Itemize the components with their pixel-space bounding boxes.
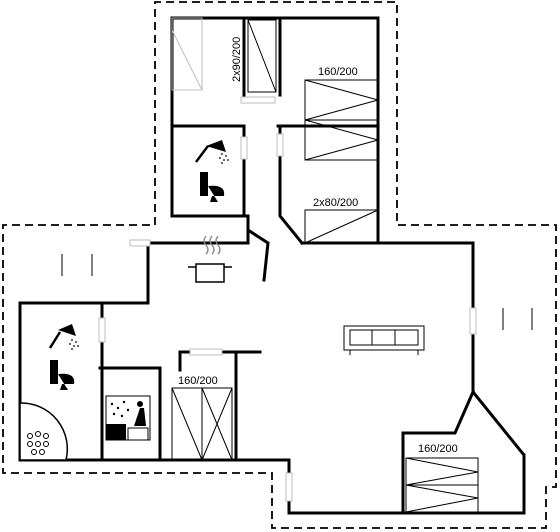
bed-label-2x90: 2x90/200 [231,37,243,82]
cooking-pot-icon [188,235,232,283]
bed-2x90: 2x90/200 [231,19,277,93]
bed-label-top-right: 160/200 [318,66,358,78]
window-marks-right [502,308,533,330]
bed-160-bottom-left: 160/200 [171,375,233,461]
interior-walls [98,16,475,515]
whirlpool-icon [19,402,69,461]
sauna-icon [105,395,151,441]
sofa-icon [343,325,425,355]
openings [98,96,477,502]
bed-2x80: 2x80/200 [304,197,379,244]
window-marks-left [61,254,93,276]
shower-icon-left [48,324,79,350]
shower-icon [195,140,229,164]
bed-label-mid-right: 2x80/200 [313,197,358,209]
bed-label-bottom-right: 160/200 [418,443,458,455]
toilet-icon-left [50,360,75,390]
bed-label-bottom-left: 160/200 [178,375,218,387]
toilet-icon [200,172,225,202]
bed-160-top: 160/200 [304,66,379,161]
bed-160-bottom-right: 160/200 [405,443,479,513]
storage-area [171,17,203,91]
